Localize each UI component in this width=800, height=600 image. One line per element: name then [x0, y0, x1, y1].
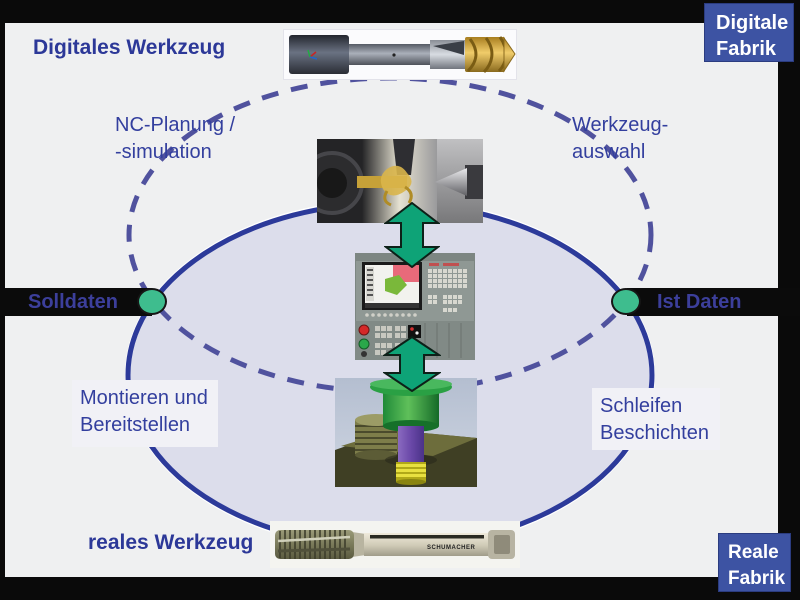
mounting-labelbox: Montieren und Bereitstellen — [72, 380, 218, 447]
grinding-line2: Beschichten — [600, 422, 709, 444]
nc-planning-line1: NC-Planung / — [115, 114, 236, 136]
reale-fabrik-badge: Reale Fabrik — [718, 533, 791, 592]
tool-selection-label: Werkzeug- auswahl — [572, 112, 668, 166]
mode-key-white-led — [415, 331, 419, 335]
digitale-fabrik-badge: Digitale Fabrik — [704, 3, 794, 62]
mode-key-red-led — [410, 327, 414, 331]
tailstock-body — [465, 165, 483, 199]
badge-line2: Fabrik — [716, 38, 777, 60]
lathe-photo-graphic — [317, 139, 483, 223]
lathe-chips — [380, 165, 412, 196]
drill-spiral-1 — [466, 38, 478, 73]
drill-shaft — [349, 44, 431, 65]
drill-render-graphic — [289, 35, 516, 74]
drill-spiral-2 — [482, 37, 494, 74]
solldaten-label: Solldaten — [28, 291, 119, 313]
nc-planning-line2: -simulation — [115, 141, 212, 163]
tap-square-drive — [494, 535, 510, 554]
grinding-line1: Schleifen — [600, 395, 683, 417]
tap-flute-highlight — [277, 535, 351, 543]
lathe-tool-holder — [393, 139, 415, 175]
drill-flute-notch — [433, 41, 464, 55]
tap-thread-lines — [279, 530, 346, 559]
screen-green-part — [385, 275, 407, 295]
tap-shank-dark-line — [370, 535, 484, 539]
nc-planning-label: NC-Planung / -simulation — [115, 112, 235, 166]
tailstock-cone — [435, 168, 467, 196]
panel-model-text-marks — [429, 263, 459, 266]
drill-shaft-dot — [392, 53, 396, 57]
mounting-line2: Bereitstellen — [80, 414, 191, 436]
purple-shaft — [398, 426, 424, 464]
real-tool-title: reales Werkzeug — [88, 531, 254, 554]
lathe-photo — [317, 139, 483, 223]
tap-flute-shadow — [277, 547, 351, 553]
small-dark-button — [361, 351, 367, 357]
lathe-chips-2 — [383, 185, 413, 207]
cad-render-graphic — [335, 378, 477, 487]
thread-coil — [355, 414, 397, 460]
emergency-stop-button — [358, 324, 370, 336]
tap-brand-text: SCHUMACHER — [427, 545, 476, 551]
yellow-thread-tip — [396, 462, 426, 485]
double-arrow-icon — [383, 336, 441, 392]
tap-photo: SCHUMACHER — [270, 521, 520, 568]
badge-line1: Reale — [728, 542, 779, 563]
istdaten-band: Ist Daten — [627, 288, 800, 316]
digital-tool-title: Digitales Werkzeug — [33, 36, 226, 59]
grinding-labelbox: Schleifen Beschichten — [592, 388, 720, 450]
exchange-arrow-bottom — [383, 336, 441, 392]
tap-photo-graphic: SCHUMACHER — [275, 530, 515, 559]
badge-line2: Fabrik — [728, 568, 786, 589]
tap-shank — [364, 533, 490, 556]
cad-render-image — [335, 378, 477, 487]
mounting-line1: Montieren und — [80, 387, 208, 409]
exchange-arrow-top — [384, 202, 440, 268]
panel-keypad-grid — [428, 269, 467, 312]
tool-selection-line1: Werkzeug- — [572, 114, 669, 136]
tool-selection-line2: auswahl — [572, 141, 646, 163]
green-start-button — [358, 338, 370, 350]
drill-tip — [503, 36, 516, 73]
double-arrow-icon — [384, 202, 440, 268]
screen-status-bar — [365, 303, 419, 308]
solldaten-band: Solldaten — [0, 288, 152, 316]
digital-tool-image — [283, 29, 517, 80]
soll-node — [137, 288, 167, 315]
drill-holder — [289, 35, 349, 74]
tap-transition — [352, 532, 366, 557]
ist-node — [611, 288, 641, 315]
istdaten-label: Ist Daten — [657, 291, 742, 313]
screen-menu-lines — [367, 269, 373, 296]
panel-softkey-row — [365, 313, 417, 317]
badge-line1: Digitale — [716, 12, 789, 34]
cad-axes-icon — [307, 49, 318, 60]
lathe-chuck-bore — [317, 168, 347, 198]
